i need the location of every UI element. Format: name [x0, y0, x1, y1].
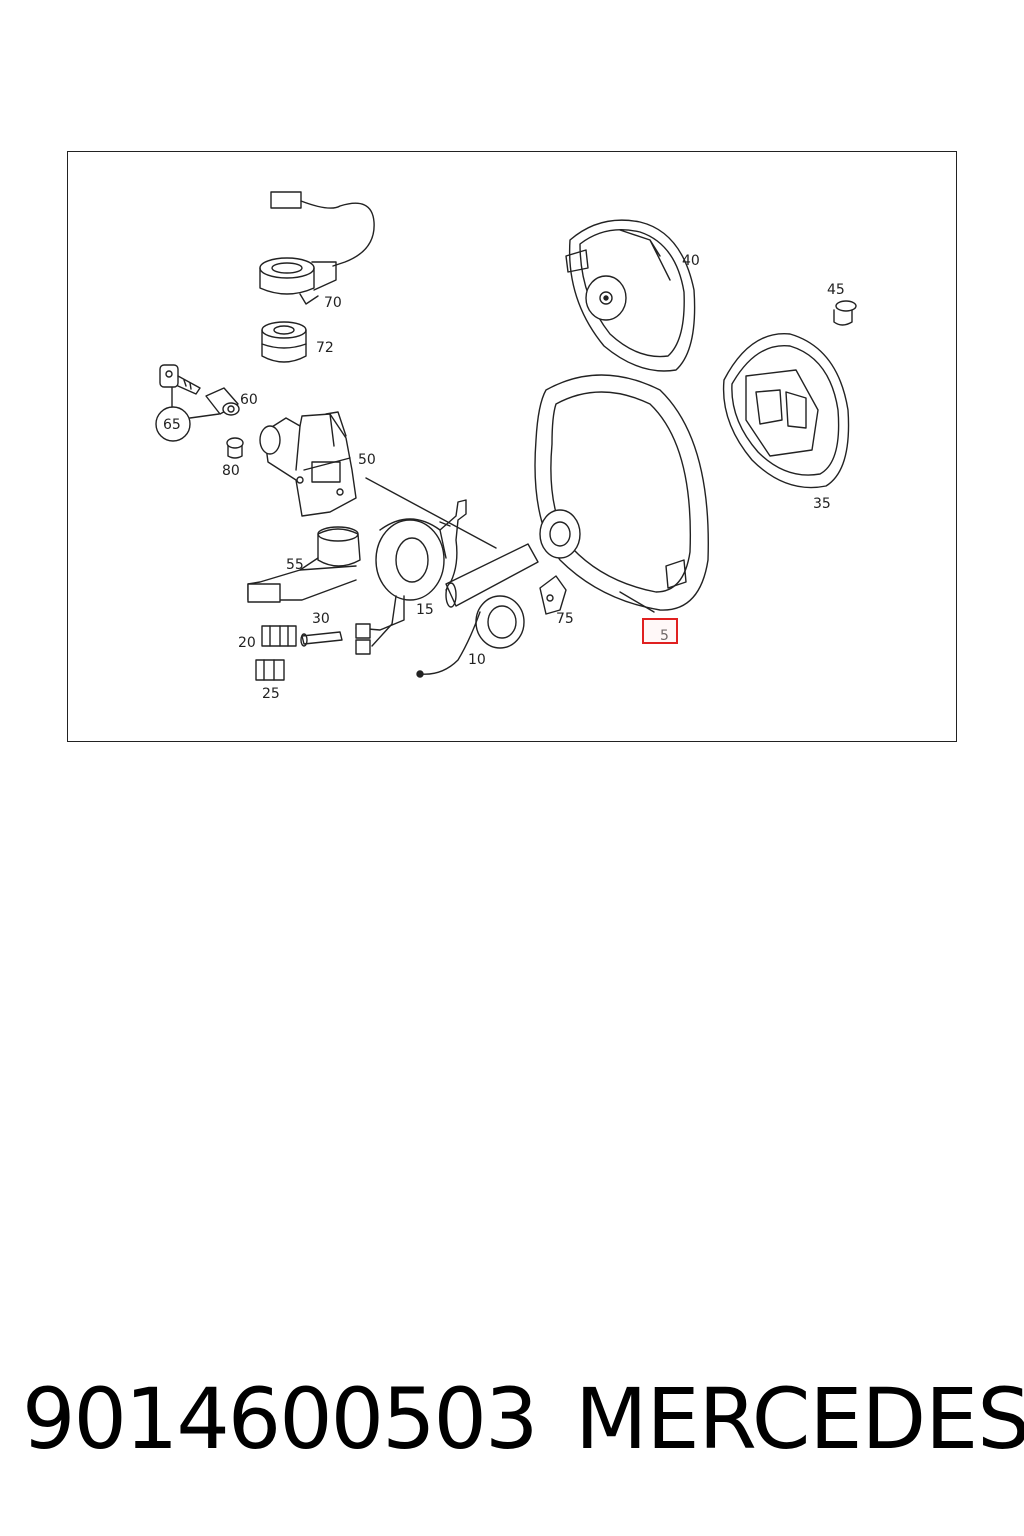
highlighted-part-marker[interactable] — [642, 618, 678, 644]
slip-ring-part[interactable] — [416, 595, 525, 678]
callout-label-30: 30 — [312, 611, 330, 627]
clock-spring-part[interactable] — [355, 499, 467, 655]
part-number: 9014600503 — [22, 1370, 538, 1468]
airbag-cover-part[interactable] — [722, 333, 850, 489]
callout-label-15: 15 — [416, 602, 434, 618]
callout-label-70: 70 — [324, 295, 342, 311]
callout-label-75: 75 — [556, 611, 574, 627]
callout-label-65: 65 — [163, 417, 181, 433]
connector-25-part[interactable] — [255, 659, 285, 681]
callout-label-5: 5 — [660, 628, 669, 644]
ignition-switch-part[interactable] — [247, 526, 361, 603]
screw-80-part[interactable] — [226, 437, 244, 459]
callout-label-50: 50 — [358, 452, 376, 468]
bracket-75-part[interactable] — [539, 575, 567, 615]
callout-circle-65 — [155, 406, 191, 442]
callout-label-40: 40 — [682, 253, 700, 269]
steering-lock-housing-part[interactable] — [259, 411, 357, 517]
bolt-45-part[interactable] — [833, 300, 857, 326]
callout-label-10: 10 — [468, 652, 486, 668]
brand-name: MERCEDES — [575, 1370, 1024, 1468]
leader-line-50 — [365, 477, 497, 549]
lock-bushing-part[interactable] — [261, 321, 307, 363]
callout-label-25: 25 — [262, 686, 280, 702]
connector-20-part[interactable] — [261, 625, 297, 647]
callout-label-80: 80 — [222, 463, 240, 479]
callout-label-60: 60 — [240, 392, 258, 408]
ignition-ring-with-cable-part[interactable] — [259, 191, 375, 305]
leader-line-15 — [439, 521, 451, 527]
pin-30-part[interactable] — [300, 631, 343, 647]
callout-label-45: 45 — [827, 282, 845, 298]
column-tube-part[interactable] — [445, 543, 539, 608]
airbag-module-part[interactable] — [565, 219, 696, 372]
callout-label-20: 20 — [238, 635, 256, 651]
ignition-key-part[interactable] — [159, 364, 201, 395]
steering-wheel-part[interactable] — [534, 374, 709, 613]
leader-line-65b — [189, 413, 220, 419]
callout-label-72: 72 — [316, 340, 334, 356]
callout-label-55: 55 — [286, 557, 304, 573]
product-footer: 9014600503 MERCEDES — [0, 1370, 1024, 1470]
callout-label-35: 35 — [813, 496, 831, 512]
lock-cylinder-part[interactable] — [205, 387, 240, 416]
